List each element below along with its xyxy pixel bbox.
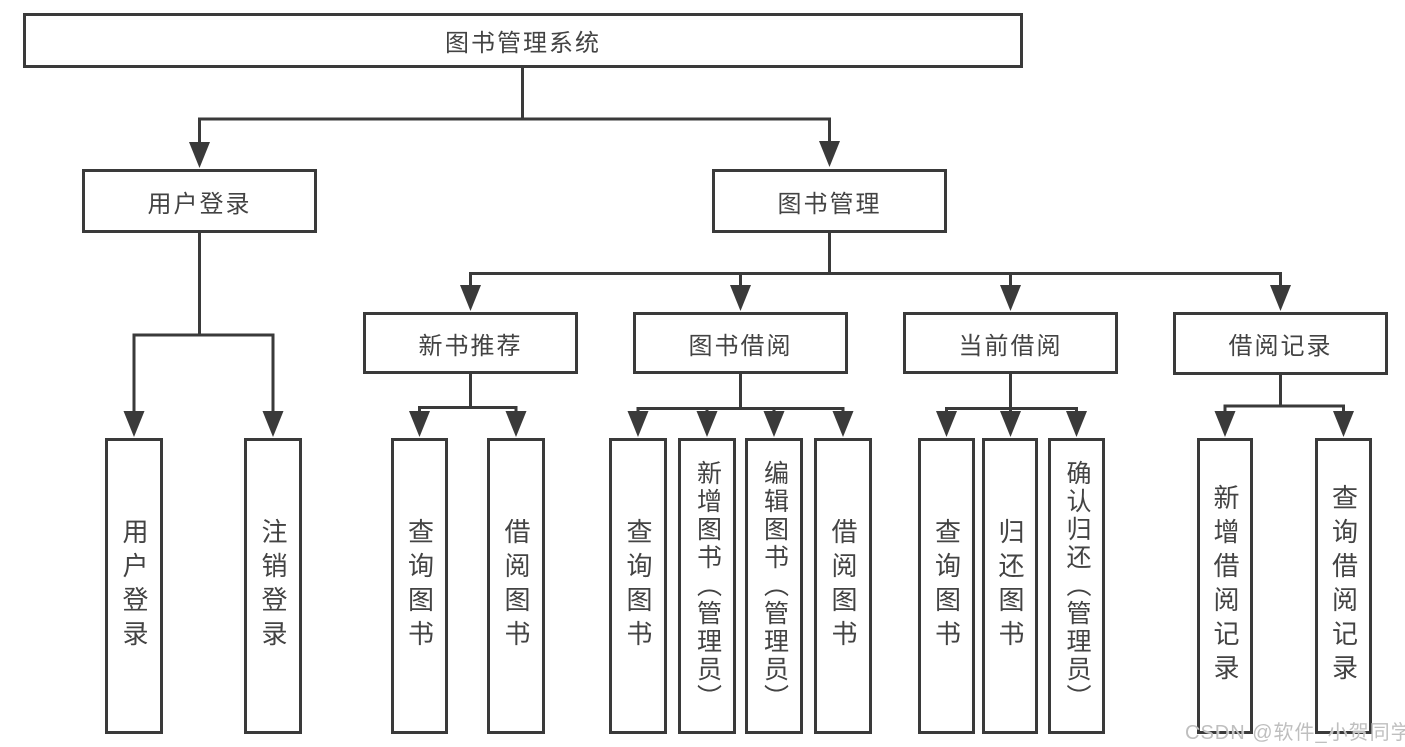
leaf-return-books: 归还图书 bbox=[982, 438, 1038, 734]
leaf-borrow-books: 借阅图书 bbox=[814, 438, 872, 734]
leaf-search-books-borrow: 查询图书 bbox=[609, 438, 667, 734]
leaf-edit-books-admin: 编辑图书（管理员） bbox=[745, 438, 803, 734]
leaf-search-books-recommend: 查询图书 bbox=[391, 438, 448, 734]
node-borrowing-records: 借阅记录 bbox=[1173, 312, 1388, 375]
node-book-management: 图书管理 bbox=[712, 169, 947, 233]
leaf-borrow-books-recommend: 借阅图书 bbox=[487, 438, 545, 734]
node-root-library-system: 图书管理系统 bbox=[23, 13, 1023, 68]
leaf-user-login: 用户登录 bbox=[105, 438, 163, 734]
leaf-logout: 注销登录 bbox=[244, 438, 302, 734]
leaf-search-borrow-record: 查询借阅记录 bbox=[1315, 438, 1372, 734]
csdn-watermark: CSDN @软件_小贺同学 bbox=[1185, 722, 1405, 744]
leaf-search-books-current: 查询图书 bbox=[918, 438, 975, 734]
node-new-book-recommend: 新书推荐 bbox=[363, 312, 578, 374]
leaf-add-borrow-record: 新增借阅记录 bbox=[1197, 438, 1253, 734]
leaf-confirm-return-admin: 确认归还（管理员） bbox=[1048, 438, 1105, 734]
leaf-add-books-admin: 新增图书（管理员） bbox=[678, 438, 736, 734]
node-current-borrowing: 当前借阅 bbox=[903, 312, 1118, 374]
node-user-login: 用户登录 bbox=[82, 169, 317, 233]
node-book-borrowing: 图书借阅 bbox=[633, 312, 848, 374]
